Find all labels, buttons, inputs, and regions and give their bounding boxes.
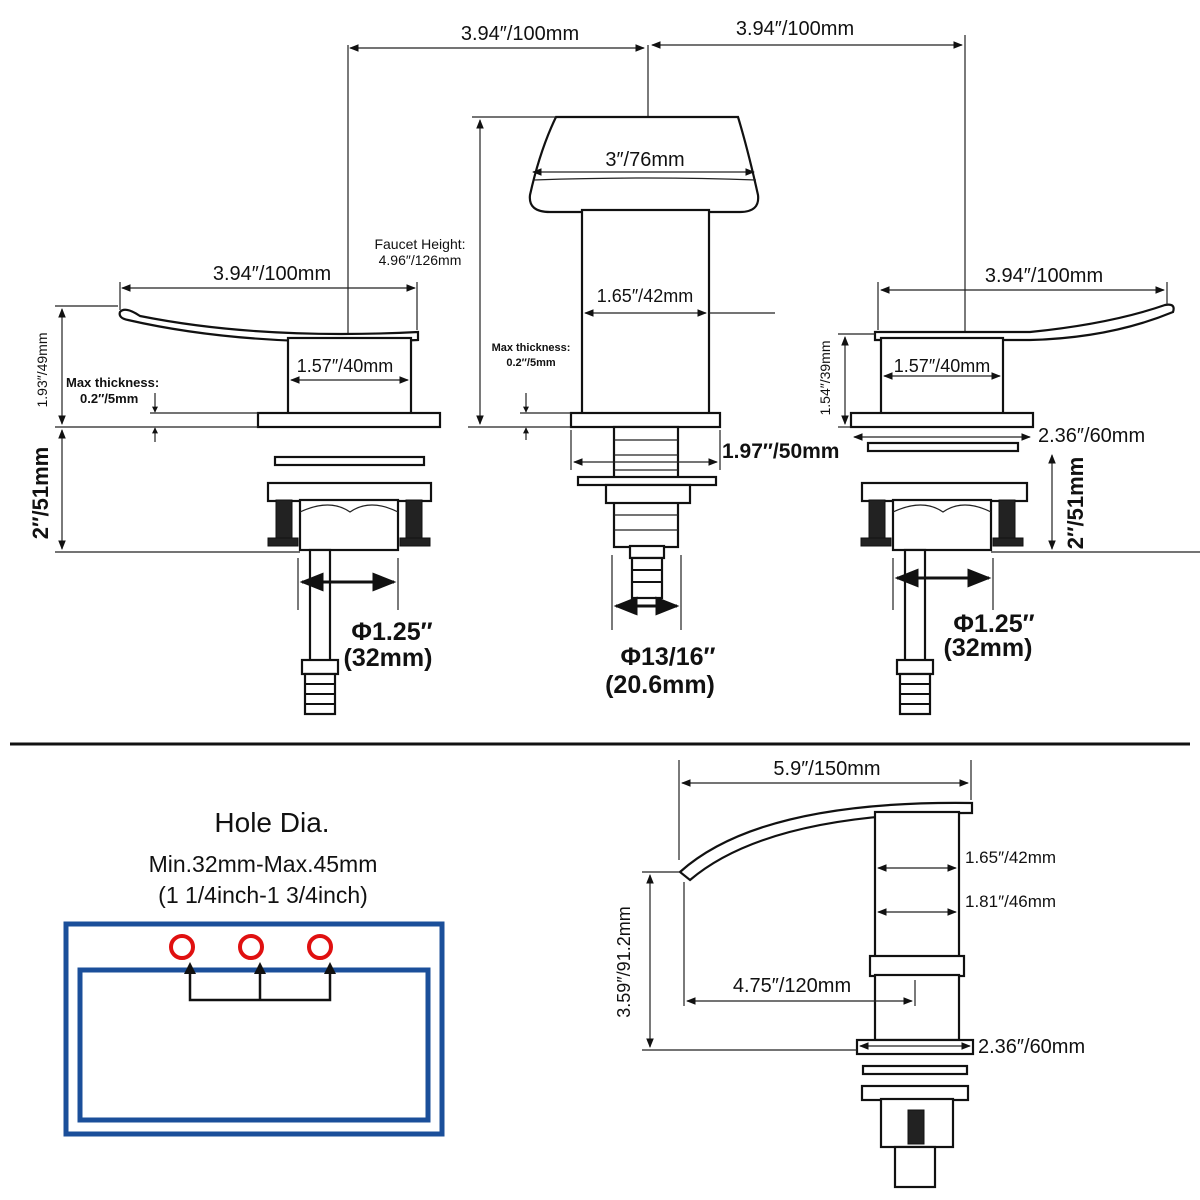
spout-base-width: 1.97″/50mm (722, 440, 839, 463)
spout-top-width: 3″/76mm (605, 149, 684, 171)
right-base-width: 2.36″/60mm (1038, 425, 1145, 447)
side-collar-width: 1.81″/46mm (965, 892, 1056, 911)
side-view: 5.9″/150mm 1.65″/42mm 1.81″/46mm 4.75″/1… (614, 758, 1085, 1189)
hole-dia-range-mm: Min.32mm-Max.45mm (149, 851, 378, 877)
spout-to-body: 4.75″/120mm (733, 975, 851, 997)
left-max-thickness-value: 0.2″/5mm (80, 391, 138, 406)
spout-reach: 5.9″/150mm (773, 758, 880, 780)
sink-basin-outline (77, 967, 431, 1123)
faucet-height-label: Faucet Height: (374, 236, 465, 252)
sink-outer-outline (63, 921, 445, 1137)
right-height: 1.54″/39mm (817, 341, 833, 416)
hole-diameter-panel: Hole Dia. Min.32mm-Max.45mm (1 1/4inch-1… (63, 807, 445, 1137)
right-hole-mm: (32mm) (944, 634, 1033, 662)
hole-dia-title: Hole Dia. (214, 807, 329, 838)
right-hole-phi: Φ1.25″ (953, 610, 1034, 638)
right-spacing-label: 3.94″/100mm (736, 18, 854, 40)
left-body-width: 1.57″/40mm (297, 356, 393, 376)
left-hole-mm: (32mm) (344, 644, 433, 672)
side-base-width: 2.36″/60mm (978, 1036, 1085, 1058)
faucet-height-value: 4.96″/126mm (379, 252, 462, 268)
left-spacing-label: 3.94″/100mm (461, 23, 579, 45)
right-lever-length: 3.94″/100mm (985, 265, 1103, 287)
left-max-thickness-label: Max thickness: (66, 375, 159, 390)
hole-dia-range-inch: (1 1/4inch-1 3/4inch) (158, 882, 368, 908)
top-spacing-dimensions: 3.94″/100mm 3.94″/100mm (347, 18, 966, 340)
left-lever-length: 3.94″/100mm (213, 263, 331, 285)
hole-right (307, 934, 333, 960)
center-spout-view: Faucet Height: 4.96″/126mm 3″/76mm 1.65″… (374, 115, 839, 699)
left-hole-phi: Φ1.25″ (351, 618, 432, 646)
spout-body-width: 1.65″/42mm (597, 286, 693, 306)
right-handle-view: 3.94″/100mm 1.57″/40mm 1.54″/39mm 2.36″/… (817, 265, 1200, 716)
spout-hole-mm: (20.6mm) (605, 671, 715, 699)
left-shank-length: 2″/51mm (28, 447, 53, 539)
left-height: 1.93″/49mm (34, 333, 50, 408)
center-max-thickness-label: Max thickness: (492, 342, 571, 354)
spout-hole-phi: Φ13/16″ (620, 643, 715, 671)
hole-center (238, 934, 264, 960)
side-body-width: 1.65″/42mm (965, 848, 1056, 867)
hole-left (169, 934, 195, 960)
center-max-thickness-value: 0.2″/5mm (506, 357, 556, 369)
left-handle-view: 3.94″/100mm 1.57″/40mm 1.93″/49mm Max th… (28, 263, 442, 716)
right-shank-length: 2″/51mm (1063, 457, 1088, 549)
right-body-width: 1.57″/40mm (894, 356, 990, 376)
spout-height: 3.59″/91.2mm (614, 906, 634, 1017)
